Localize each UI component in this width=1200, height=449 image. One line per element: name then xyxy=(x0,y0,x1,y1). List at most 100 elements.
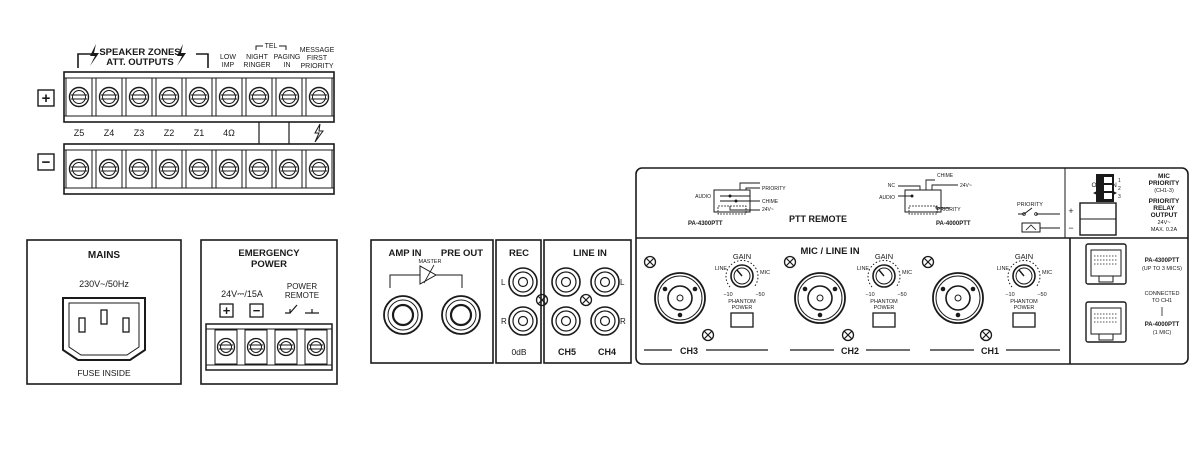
rj45-connected-2: TO CH1 xyxy=(1152,298,1172,304)
ch2-phantom-1: PHANTOM xyxy=(870,299,898,305)
plus-box xyxy=(37,89,55,107)
ch1-combo-jack[interactable] xyxy=(932,272,984,324)
ptt-right-priority: PRIORITY xyxy=(937,207,961,213)
ch1-gain-knob[interactable] xyxy=(1007,259,1041,288)
zone-label-z2: Z2 xyxy=(164,128,175,138)
terminal-screw xyxy=(155,149,183,189)
ch2-gain: GAIN xyxy=(875,252,893,261)
rec-left-rca[interactable] xyxy=(508,267,538,297)
channel-ch2: GAIN LINE MIC −10 −50 PHANTOM POWER CH2 xyxy=(783,252,912,356)
rj45-connected-1: CONNECTED xyxy=(1145,291,1180,297)
rj45-top-note: (UP TO 3 MICS) xyxy=(1142,266,1182,272)
mount-screw-icon xyxy=(579,293,593,307)
mic-line-title: MIC / LINE IN xyxy=(800,246,859,257)
terminal-screw xyxy=(244,329,268,365)
plus-sign: + xyxy=(42,90,51,107)
mount-screw-icon xyxy=(701,328,715,342)
terminal-screw xyxy=(185,149,213,189)
amp-section: AMP IN PRE OUT MASTER xyxy=(370,239,494,364)
channel-ch3: GAIN LINE MIC −10 −50 PHANTOM POWER CH3 xyxy=(643,252,770,356)
mains-title: MAINS xyxy=(88,250,121,261)
mains-section: MAINS 230V~/50Hz FUSE INSIDE xyxy=(26,239,182,385)
switch-icon xyxy=(285,304,319,314)
emergency-voltage: 24V⎓/15A xyxy=(221,289,263,299)
ptt-left-audio: AUDIO xyxy=(695,194,711,200)
line-in-right: R xyxy=(620,317,626,326)
ch4-left-rca[interactable] xyxy=(590,267,620,297)
col-label-low-1: LOW xyxy=(220,54,236,61)
ch2-combo-jack[interactable] xyxy=(794,272,846,324)
ptt-remote-section: AUDIO PRIORITY CHIME 24V~ PA-4300PTT PTT… xyxy=(635,167,1189,365)
ch3-combo-jack[interactable] xyxy=(654,272,706,324)
mount-screw-icon xyxy=(841,328,855,342)
zone-label-z1: Z1 xyxy=(194,128,205,138)
ch5-left-rca[interactable] xyxy=(551,267,581,297)
master-label: MASTER xyxy=(419,259,442,265)
mount-screw-icon xyxy=(643,255,657,269)
rj45-top-model: PA-4300PTT xyxy=(1145,258,1180,264)
rj45-ptt-4300-port[interactable] xyxy=(1085,243,1127,285)
ch1-phantom-1: PHANTOM xyxy=(1010,299,1038,305)
ch3-phantom-switch[interactable] xyxy=(730,312,754,328)
ch2-gain-knob[interactable] xyxy=(867,259,901,288)
ptt-title: PTT REMOTE xyxy=(789,214,847,224)
ch3-gain-knob[interactable] xyxy=(725,259,759,288)
plus-box xyxy=(219,303,234,318)
ground-bolt-icon xyxy=(314,123,324,143)
speaker-terminals: SPEAKER ZONES ATT. OUTPUTS LOW IMP TEL N… xyxy=(37,41,335,195)
terminal-screw xyxy=(305,149,333,189)
col-label-low-2: IMP xyxy=(222,62,235,69)
ch2-phantom-2: POWER xyxy=(874,305,895,311)
pre-out-jack[interactable] xyxy=(440,294,482,336)
terminal-screw xyxy=(274,329,298,365)
ptt-right-nc: NC xyxy=(888,183,896,189)
ch3-line: LINE xyxy=(715,266,728,272)
ch5-label: CH5 xyxy=(558,347,576,357)
rj45-ptt-4000-port[interactable] xyxy=(1085,301,1127,343)
terminal-screw xyxy=(245,77,273,117)
ch3-minus10: −10 xyxy=(723,292,732,298)
mic-priority-2: PRIORITY xyxy=(1149,180,1180,187)
emergency-remote-1: POWER xyxy=(287,282,317,291)
minus-box xyxy=(37,153,55,171)
ptt-wiring-left: AUDIO PRIORITY CHIME 24V~ PA-4300PTT xyxy=(688,182,786,227)
terminal-screw xyxy=(65,149,93,189)
minus-box xyxy=(249,303,264,318)
mic-line-section: MIC / LINE IN GAIN LINE MIC −10 −50 PHAN… xyxy=(643,246,1060,356)
terminal-screw xyxy=(275,77,303,117)
ptt-left-priority: PRIORITY xyxy=(762,186,786,192)
bolt-icon xyxy=(177,44,186,66)
terminal-screw xyxy=(215,77,243,117)
line-in-section: LINE IN L R CH5 CH4 xyxy=(535,239,632,364)
iec-socket xyxy=(62,297,146,361)
mains-voltage: 230V~/50Hz xyxy=(79,279,129,289)
relay-minus: − xyxy=(1068,223,1073,233)
rec-right-rca[interactable] xyxy=(508,306,538,336)
ch1-minus10: −10 xyxy=(1005,292,1014,298)
rec-left: L xyxy=(501,278,506,287)
dip-num-2: 2 xyxy=(1118,186,1121,192)
terminal-screw xyxy=(125,77,153,117)
ch1-minus50: −50 xyxy=(1037,292,1046,298)
ch2-mic: MIC xyxy=(902,270,912,276)
ptt-left-24v: 24V~ xyxy=(762,207,774,213)
mount-screw-icon xyxy=(783,255,797,269)
ch4-right-rca[interactable] xyxy=(590,306,620,336)
ch3-phantom-2: POWER xyxy=(732,305,753,311)
relay-output-5: MAX. 0.2A xyxy=(1151,227,1178,233)
terminal-screw xyxy=(304,329,328,365)
line-in-left: L xyxy=(620,278,625,287)
ptt-right-24v: 24V~ xyxy=(960,183,972,189)
terminal-screw xyxy=(65,77,93,117)
ch2-phantom-switch[interactable] xyxy=(872,312,896,328)
amp-in-jack[interactable] xyxy=(382,294,424,336)
rec-section: REC L R 0dB xyxy=(495,239,542,364)
terminal-screw xyxy=(245,149,273,189)
bolt-icon xyxy=(90,44,99,66)
ch5-right-rca[interactable] xyxy=(551,306,581,336)
ch1-phantom-switch[interactable] xyxy=(1012,312,1036,328)
rec-title: REC xyxy=(509,248,529,259)
terminal-screw xyxy=(305,77,333,117)
col-label-night-1: NIGHT xyxy=(246,54,269,61)
